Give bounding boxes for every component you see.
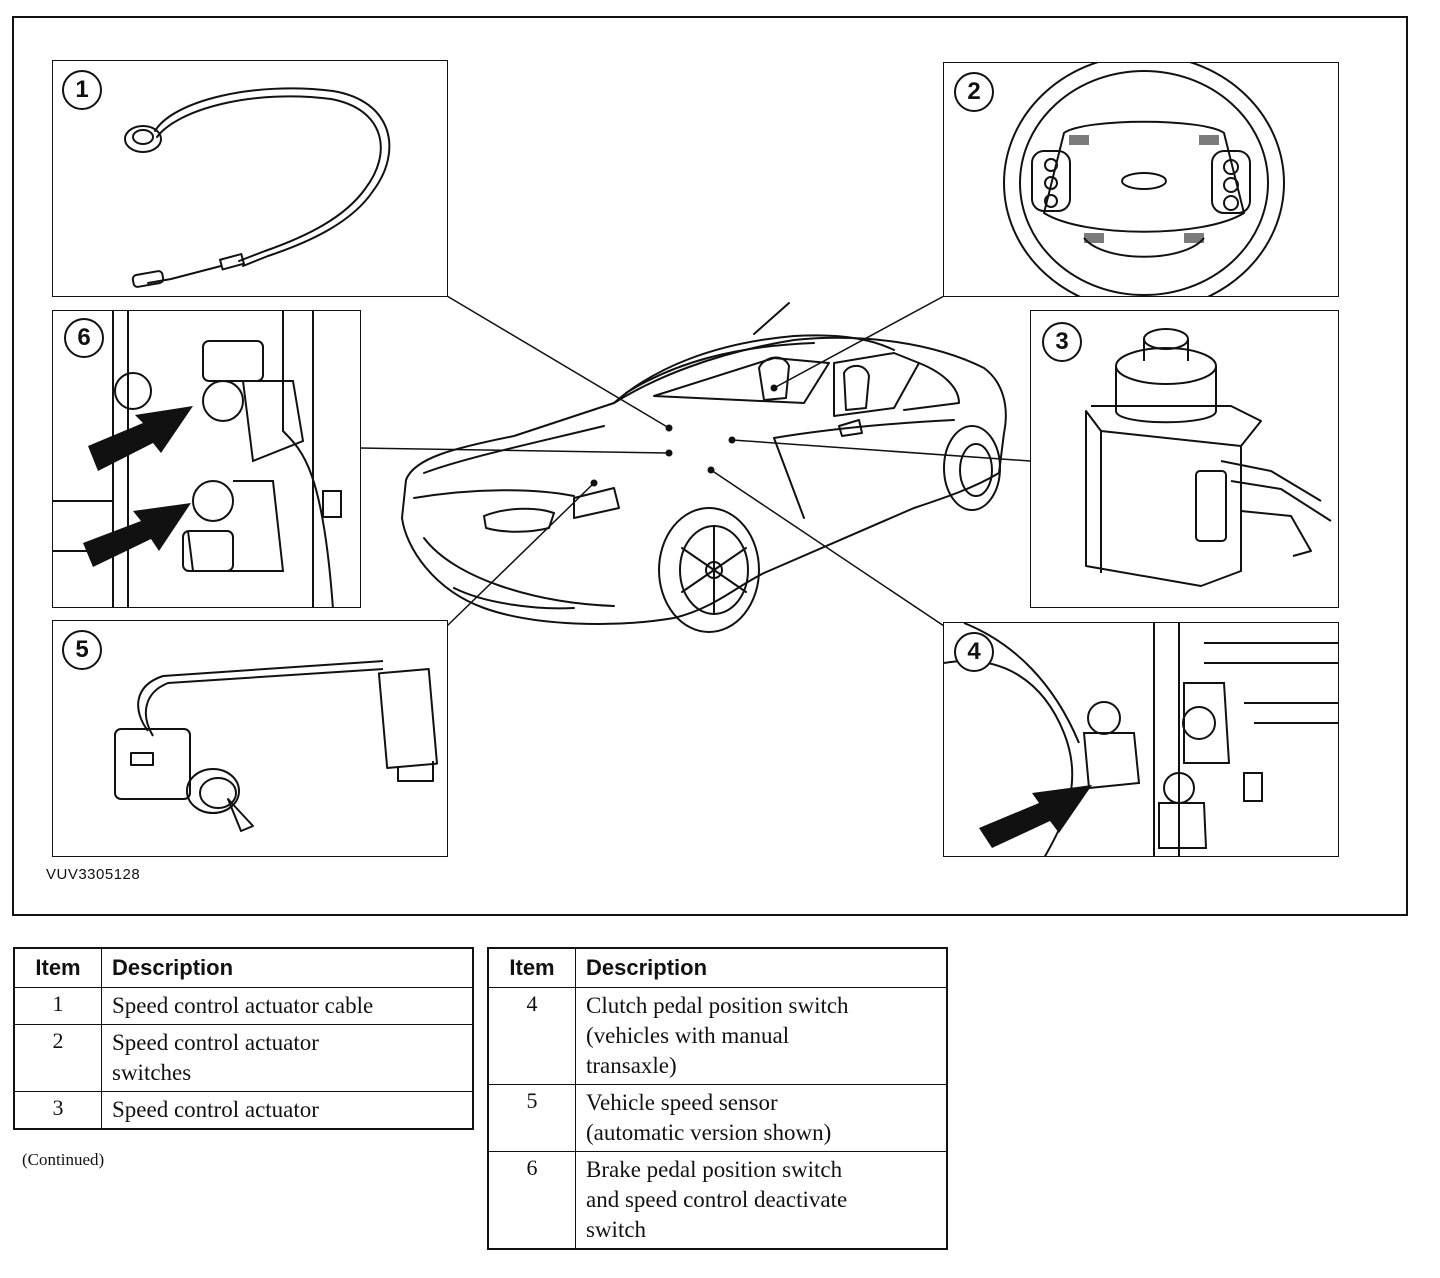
table-row: 2 Speed control actuator switches — [13, 1024, 474, 1092]
table-row: 4 Clutch pedal position switch (vehicles… — [487, 987, 948, 1085]
detail-panel-4 — [943, 622, 1339, 857]
item-number: 4 — [487, 987, 576, 1085]
leader-line-1 — [446, 295, 670, 429]
item-column-header: Item — [487, 947, 576, 988]
speed-sensor-illustration — [114, 660, 439, 832]
table-row: 6 Brake pedal position switch and speed … — [487, 1151, 948, 1250]
clutch-switch-illustration — [944, 623, 1338, 856]
description-line: Speed control actuator cable — [112, 993, 374, 1018]
table-row: 3 Speed control actuator — [13, 1091, 474, 1130]
leader-line-5 — [446, 482, 595, 627]
steering-wheel-illustration — [1003, 63, 1285, 296]
item-number: 5 — [487, 1084, 576, 1152]
item-number: 2 — [13, 1024, 102, 1092]
detail-panel-5 — [52, 620, 448, 857]
legend-table-2: Item Description 4 Clutch pedal position… — [487, 947, 948, 1250]
callout-1: 1 — [62, 70, 102, 110]
description-line: Speed control actuator — [112, 1030, 319, 1055]
legend-table-1: Item Description 1 Speed control actuato… — [13, 947, 474, 1130]
item-description: Speed control actuator switches — [101, 1024, 474, 1092]
item-number: 6 — [487, 1151, 576, 1250]
legend-header-row: Item Description — [13, 947, 474, 988]
item-description: Clutch pedal position switch (vehicles w… — [575, 987, 948, 1085]
callout-3: 3 — [1042, 322, 1082, 362]
description-line: switch — [586, 1217, 647, 1242]
item-column-header: Item — [13, 947, 102, 988]
continued-note: (Continued) — [22, 1150, 105, 1169]
car-outline — [401, 302, 1007, 633]
figure-code: VUV3305128 — [46, 866, 141, 883]
vehicle-illustration — [359, 295, 1031, 633]
legend-header-row: Item Description — [487, 947, 948, 988]
actuator-illustration — [1085, 328, 1332, 587]
description-line: Vehicle speed sensor — [586, 1090, 778, 1115]
leader-line-4 — [710, 469, 945, 627]
leader-line-6 — [359, 447, 670, 454]
callout-4: 4 — [954, 632, 994, 672]
description-line: and speed control deactivate — [586, 1187, 848, 1212]
description-line: (vehicles with manual — [586, 1023, 790, 1048]
description-line: (automatic version shown) — [586, 1120, 832, 1145]
callout-5: 5 — [62, 630, 102, 670]
description-line: Clutch pedal position switch — [586, 993, 849, 1018]
table-row: 5 Vehicle speed sensor (automatic versio… — [487, 1084, 948, 1152]
component-location-figure: 1 — [12, 16, 1408, 916]
actuator-cable-illustration — [124, 87, 391, 288]
leader-line-2 — [773, 295, 945, 389]
description-line: Brake pedal position switch — [586, 1157, 843, 1182]
item-description: Speed control actuator cable — [101, 987, 474, 1025]
callout-2: 2 — [954, 72, 994, 112]
item-description: Speed control actuator — [101, 1091, 474, 1130]
detail-panel-1 — [52, 60, 448, 297]
item-number: 3 — [13, 1091, 102, 1130]
table-row: 1 Speed control actuator cable — [13, 987, 474, 1025]
detail-panel-6 — [52, 310, 361, 608]
description-line: Speed control actuator — [112, 1097, 319, 1122]
leader-line-3 — [731, 439, 1031, 462]
description-column-header: Description — [101, 947, 474, 988]
item-description: Vehicle speed sensor (automatic version … — [575, 1084, 948, 1152]
callout-6: 6 — [64, 318, 104, 358]
description-line: transaxle) — [586, 1053, 677, 1078]
item-description: Brake pedal position switch and speed co… — [575, 1151, 948, 1250]
item-number: 1 — [13, 987, 102, 1025]
brake-switch-illustration — [53, 311, 342, 607]
detail-panel-2 — [943, 62, 1339, 297]
description-line: switches — [112, 1060, 192, 1085]
description-column-header: Description — [575, 947, 948, 988]
detail-panel-3 — [1030, 310, 1339, 608]
